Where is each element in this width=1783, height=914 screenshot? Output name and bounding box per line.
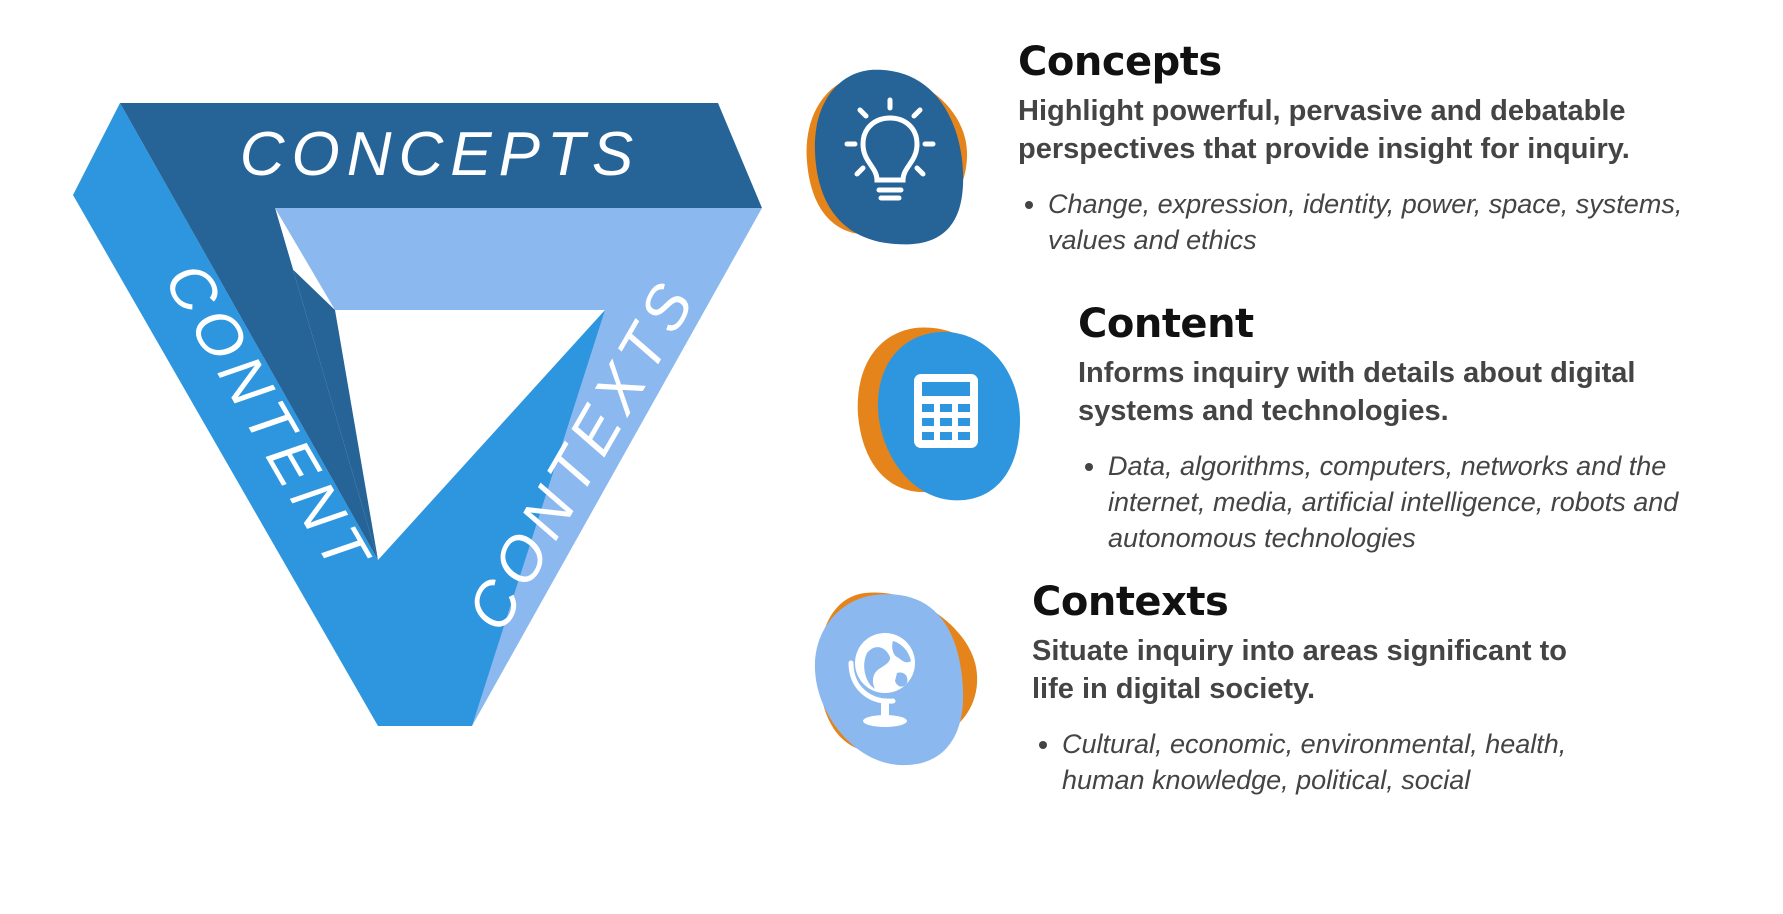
content-bullet: Data, algorithms, computers, networks an…: [1108, 448, 1708, 556]
content-badge: [857, 327, 1020, 501]
penrose-triangle-diagram: CONCEPTS CONTENT CONTEXTS: [73, 103, 762, 726]
calculator-icon: [914, 374, 978, 448]
content-section: Content Informs inquiry with details abo…: [1078, 302, 1708, 556]
concepts-badge: [806, 69, 968, 245]
concepts-bullet-list: Change, expression, identity, power, spa…: [1018, 186, 1698, 258]
globe-icon: [848, 633, 915, 727]
contexts-title: Contexts: [1032, 579, 1229, 625]
concepts-description: Highlight powerful, pervasive and debata…: [1018, 95, 1630, 165]
contexts-description: Situate inquiry into areas significant t…: [1032, 635, 1567, 705]
content-arm: [73, 103, 605, 726]
content-description: Informs inquiry with details about digit…: [1078, 357, 1636, 427]
content-bullet-list: Data, algorithms, computers, networks an…: [1078, 448, 1708, 556]
content-title: Content: [1078, 301, 1254, 347]
contexts-bullet: Cultural, economic, environmental, healt…: [1062, 726, 1592, 798]
concepts-arm-inner: [120, 103, 378, 560]
concepts-title: Concepts: [1018, 39, 1222, 85]
contexts-badge: [814, 592, 978, 766]
contexts-section: Contexts Situate inquiry into areas sign…: [1032, 580, 1592, 798]
concepts-bullet: Change, expression, identity, power, spa…: [1048, 186, 1698, 258]
concepts-badge-blue-blob: [814, 69, 964, 245]
concepts-section: Concepts Highlight powerful, pervasive a…: [1018, 40, 1698, 258]
lightbulb-icon: [844, 97, 936, 201]
concepts-label: CONCEPTS: [240, 120, 640, 189]
contexts-arm: [275, 208, 762, 726]
contexts-bullet-list: Cultural, economic, environmental, healt…: [1032, 726, 1592, 798]
